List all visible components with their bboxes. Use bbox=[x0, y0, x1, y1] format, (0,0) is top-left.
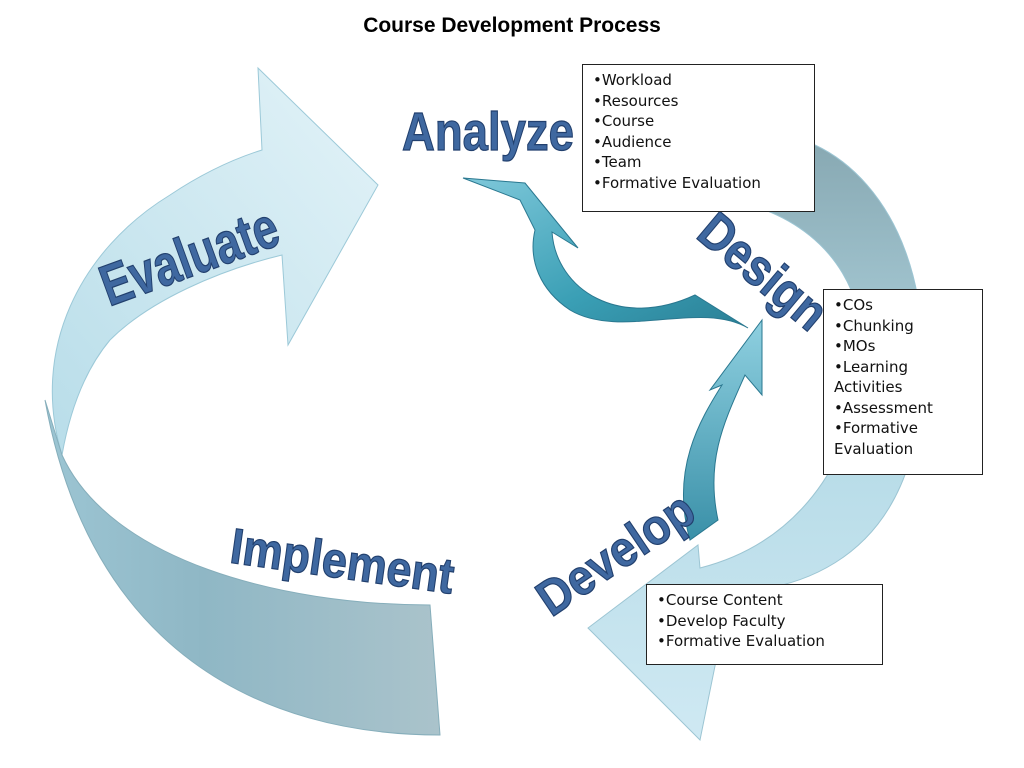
list-item: Learning Activities bbox=[834, 357, 972, 398]
develop-details-box: Course Content Develop Faculty Formative… bbox=[646, 584, 883, 665]
list-item: Audience bbox=[593, 132, 804, 153]
design-to-analyze-arrow bbox=[462, 177, 749, 329]
list-item: COs bbox=[834, 295, 972, 316]
evaluate-arrow bbox=[51, 66, 379, 456]
list-item: MOs bbox=[834, 336, 972, 357]
list-item: Course Content bbox=[657, 590, 872, 611]
list-item: Chunking bbox=[834, 316, 972, 337]
list-item: Formative Evaluation bbox=[834, 418, 972, 459]
list-item: Workload bbox=[593, 70, 804, 91]
develop-to-design-arrow bbox=[682, 318, 763, 541]
list-item: Assessment bbox=[834, 398, 972, 419]
list-item: Formative Evaluation bbox=[593, 173, 804, 194]
list-item: Formative Evaluation bbox=[657, 631, 872, 652]
design-details-box: COs Chunking MOs Learning Activities Ass… bbox=[823, 289, 983, 475]
list-item: Resources bbox=[593, 91, 804, 112]
analyze-details-box: Workload Resources Course Audience Team … bbox=[582, 64, 815, 212]
implement-band bbox=[44, 399, 441, 736]
phase-label-analyze: Analyze bbox=[402, 102, 574, 162]
list-item: Develop Faculty bbox=[657, 611, 872, 632]
list-item: Course bbox=[593, 111, 804, 132]
list-item: Team bbox=[593, 152, 804, 173]
diagram-title: Course Development Process bbox=[363, 14, 661, 37]
